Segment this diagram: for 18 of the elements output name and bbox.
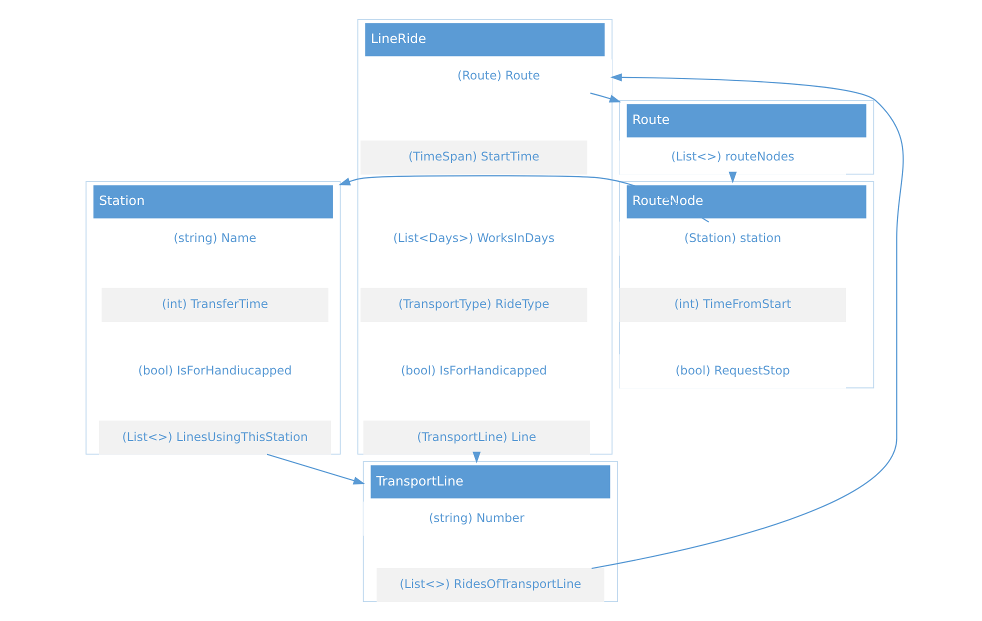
node-box: (List<>) RidesOfTransportLine <box>376 568 604 602</box>
node-text: (bool) IsForHandiucapped <box>138 363 292 378</box>
arrow <box>590 92 622 103</box>
arrow <box>728 172 737 184</box>
arrow <box>592 73 904 569</box>
arrow <box>472 452 481 464</box>
node-text: (List<Days>) WorksInDays <box>393 230 555 245</box>
node-text: (bool) IsForHandicapped <box>400 363 547 378</box>
node-text: (Station) station <box>684 230 782 245</box>
node-box: (bool) RequestStop <box>619 354 846 388</box>
node-box: (TimeSpan) StartTime <box>360 140 588 175</box>
node-text: (string) Number <box>428 510 524 525</box>
node-text: (Route) Route <box>457 68 540 83</box>
arrow <box>338 175 710 223</box>
node-box: (int) TimeFromStart <box>619 288 846 322</box>
node-box: (List<>) LinesUsingThisStation <box>98 420 332 455</box>
node-text: (string) Name <box>174 230 256 245</box>
arrow <box>266 454 366 485</box>
